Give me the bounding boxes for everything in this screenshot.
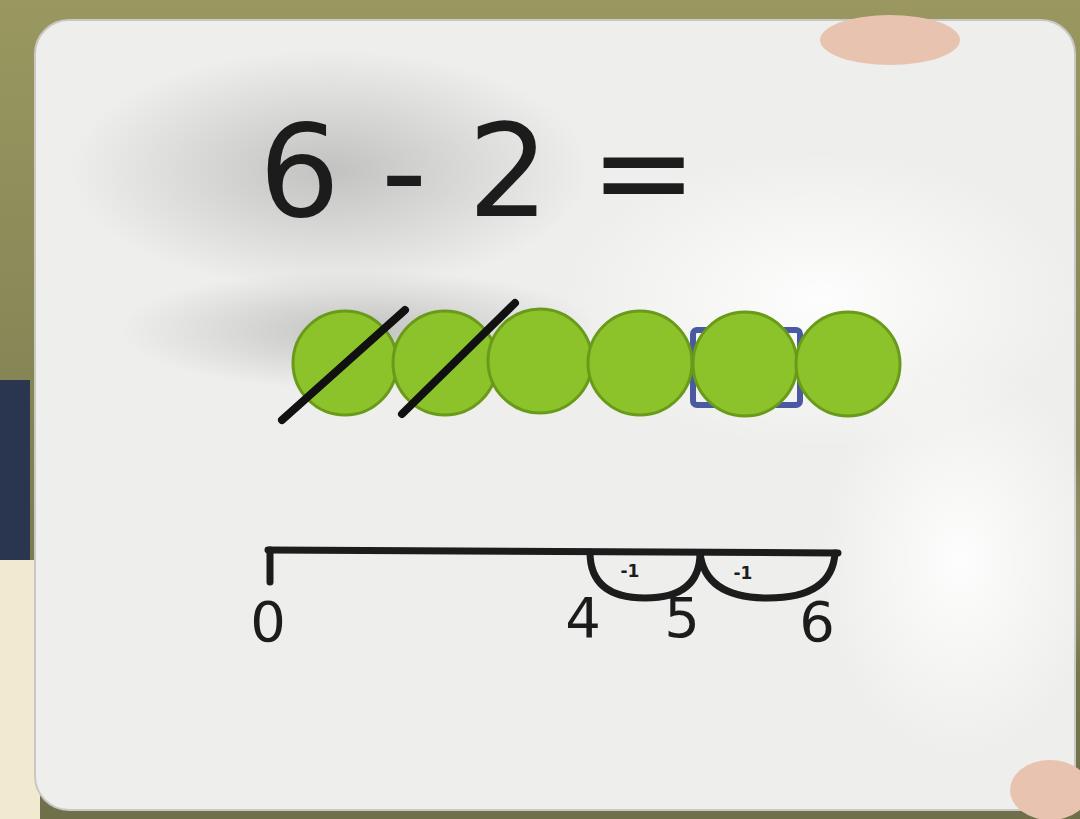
hand <box>820 15 960 65</box>
counter <box>693 312 797 416</box>
counter <box>588 311 692 415</box>
number-label: 5 <box>664 590 700 646</box>
counter <box>796 312 900 416</box>
number-line <box>268 550 838 598</box>
tick-mark <box>267 550 274 582</box>
number-label: 4 <box>565 590 601 646</box>
jump-arc <box>700 553 835 598</box>
number-label: 6 <box>799 594 835 650</box>
light-glare <box>820 360 1080 760</box>
number-label: 0 <box>250 594 286 650</box>
equation: 6 - 2 = <box>259 108 697 236</box>
jump-label: -1 <box>734 565 753 582</box>
number-line-axis <box>268 550 838 553</box>
hand <box>1010 760 1080 819</box>
background-object <box>0 380 30 580</box>
counter <box>393 311 497 415</box>
cross-outs <box>282 303 515 420</box>
jump-label: -1 <box>621 563 640 580</box>
cross-out <box>402 303 515 414</box>
cross-out <box>282 310 405 420</box>
counter <box>488 309 592 413</box>
